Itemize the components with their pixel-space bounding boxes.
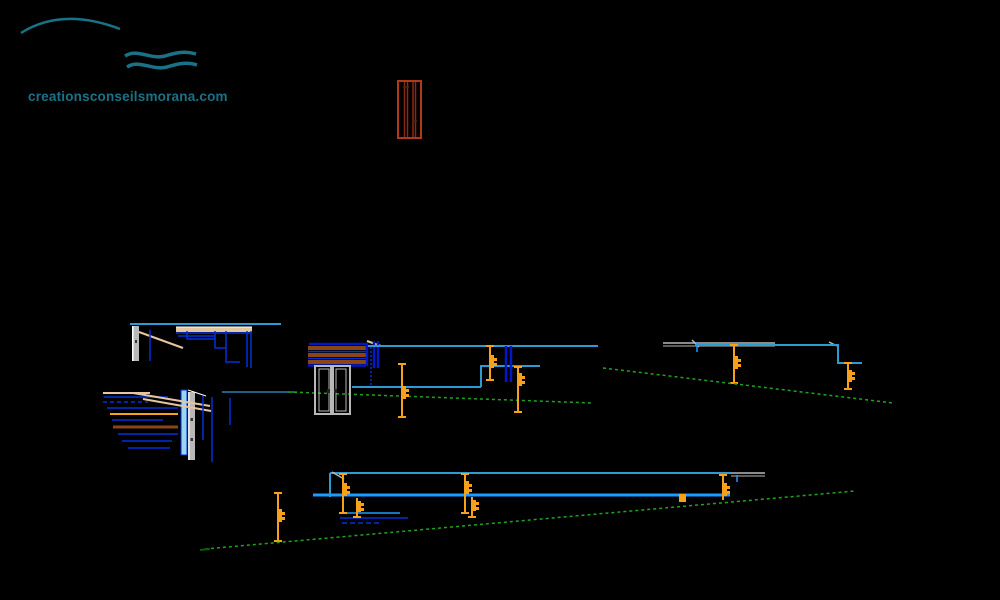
bracket-bar	[403, 386, 406, 399]
door-handle	[334, 389, 337, 393]
board-brown	[308, 353, 366, 357]
bracket-bar	[344, 483, 347, 496]
bracket-bar	[358, 501, 361, 512]
logo-wave-line-2	[126, 61, 198, 70]
elevation-bottom-terrace	[199, 471, 856, 551]
bracket-tooth	[727, 486, 730, 489]
bracket-tooth	[469, 489, 472, 492]
step-profile	[186, 331, 240, 363]
bracket-tooth	[406, 394, 409, 397]
post-bracket	[403, 386, 409, 399]
bracket-bar	[473, 500, 476, 511]
post-bracket	[344, 483, 350, 496]
logo: creationsconseilsmorana.com	[20, 17, 228, 104]
post-bracket	[473, 500, 479, 511]
joist-band	[176, 327, 252, 332]
bracket-tooth	[738, 359, 741, 362]
bracket-tooth	[347, 491, 350, 494]
column-mark	[190, 418, 193, 421]
door-panel-right	[335, 368, 347, 412]
frame-outline	[397, 80, 422, 139]
logo-wave-line-1	[124, 50, 197, 59]
deck-post	[353, 498, 364, 518]
elevation-right-terrace	[602, 339, 894, 404]
bracket-bar	[849, 370, 852, 382]
logo-wave-icon	[20, 17, 198, 70]
bracket-tooth	[494, 363, 497, 366]
window-frame-detail	[397, 80, 422, 139]
bracket-tooth	[476, 507, 479, 510]
bracket-bar	[466, 481, 469, 494]
column-gray	[188, 392, 195, 460]
bracket-tooth	[852, 372, 855, 375]
deck-post	[486, 345, 497, 381]
handrail-highlight	[187, 389, 207, 397]
deck-post	[461, 473, 472, 514]
bracket-bar	[279, 509, 282, 522]
detail-wall-section-top-left	[130, 323, 281, 368]
deck-post	[719, 474, 730, 500]
bracket-bar	[491, 355, 494, 368]
handrail-tan	[132, 392, 211, 407]
elevation-main-terrace	[287, 340, 598, 418]
post-bracket	[735, 356, 741, 369]
bracket-tooth	[347, 486, 350, 489]
column-mark	[190, 438, 193, 441]
door-mullion	[330, 366, 334, 414]
ground-line	[602, 367, 894, 404]
bracket-tooth	[282, 517, 285, 520]
bracket-tooth	[522, 376, 525, 379]
ground-dash	[199, 548, 211, 551]
deck-post	[398, 363, 409, 418]
logo-text: creationsconseilsmorana.com	[28, 89, 228, 104]
door-handle	[327, 389, 330, 393]
post-bracket	[724, 483, 730, 496]
ground-line	[204, 490, 856, 550]
deck-post	[339, 473, 350, 514]
bracket-tooth	[282, 512, 285, 515]
deck-post	[730, 344, 741, 384]
post-bracket	[849, 370, 855, 382]
post-mark	[135, 340, 137, 343]
deck-post	[514, 366, 525, 413]
wall-post	[132, 326, 139, 361]
logo-arc	[20, 17, 121, 35]
handrail-tan	[142, 398, 212, 412]
bracket-tooth	[406, 389, 409, 392]
post-bracket	[491, 355, 497, 368]
bracket-tooth	[852, 377, 855, 380]
bracket-tooth	[361, 503, 364, 506]
bracket-bar	[735, 356, 738, 369]
deck-post	[844, 362, 855, 390]
post-bracket	[358, 501, 364, 512]
deck-profile	[695, 344, 862, 364]
bracket-tooth	[522, 381, 525, 384]
bracket-bar	[724, 483, 727, 496]
board-brown	[308, 360, 366, 364]
deck-board-stack	[308, 342, 369, 367]
deck-post	[274, 492, 285, 542]
bracket-tooth	[727, 491, 730, 494]
bracket-tooth	[494, 358, 497, 361]
board-brown	[308, 346, 366, 350]
post-anchor-box	[679, 494, 686, 502]
deck-post	[468, 497, 479, 518]
bracket-tooth	[469, 484, 472, 487]
bracket-tooth	[738, 364, 741, 367]
detail-wall-section-bottom-left	[103, 389, 297, 462]
rafter-tan	[138, 331, 184, 349]
ground-line	[287, 391, 593, 404]
post-bracket	[279, 509, 285, 522]
column-cyan	[180, 389, 188, 456]
bracket-tooth	[361, 508, 364, 511]
bracket-bar	[519, 373, 522, 386]
post-bracket	[519, 373, 525, 386]
bracket-tooth	[476, 502, 479, 505]
door-elevation	[314, 365, 351, 415]
post-bracket	[466, 481, 472, 494]
